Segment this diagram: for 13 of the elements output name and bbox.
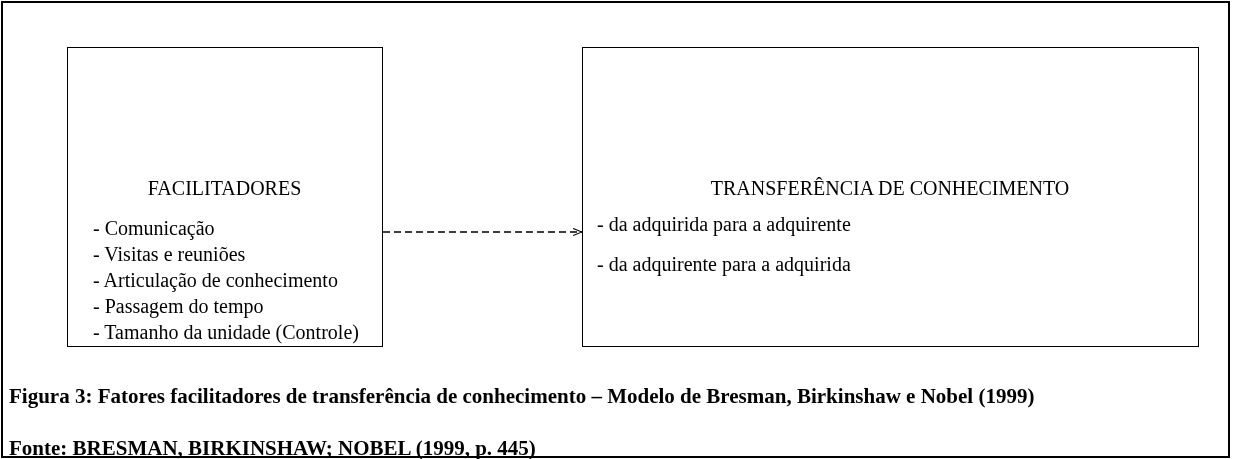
arrow xyxy=(382,227,583,237)
list-item: - da adquirida para a adquirente xyxy=(597,212,851,236)
list-item: - Comunicação xyxy=(93,216,215,240)
box-heading: FACILITADORES xyxy=(146,176,303,200)
content-box xyxy=(67,47,383,347)
list-item: - Visitas e reuniões xyxy=(93,242,246,266)
list-item: - Passagem do tempo xyxy=(93,294,264,318)
content-box xyxy=(582,47,1199,347)
box-heading: TRANSFERÊNCIA DE CONHECIMENTO xyxy=(709,176,1071,200)
list-item: - Articulação de conhecimento xyxy=(93,268,338,292)
figure-caption: Figura 3: Fatores facilitadores de transferência de conhecimento – Modelo de Bresman, Birkinshaw e Nobel (1999) xyxy=(9,383,1036,409)
list-item: - Tamanho da unidade (Controle) xyxy=(93,320,359,344)
list-item: - da adquirente para a adquirida xyxy=(597,252,851,276)
